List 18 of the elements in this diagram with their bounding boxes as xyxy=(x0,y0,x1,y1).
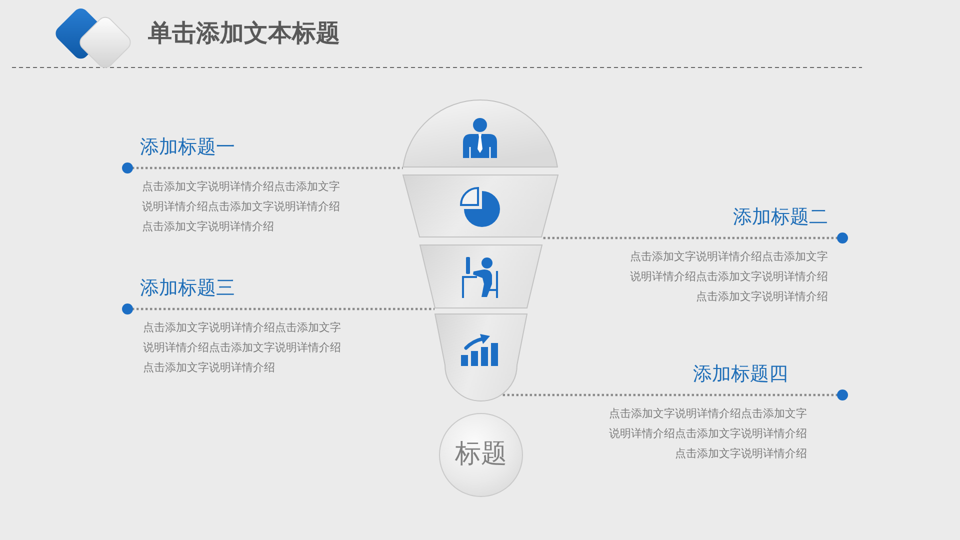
description-text: 点击添加文字说明详情介绍点击添加文字说明详情介绍点击添加文字说明详情介绍点击添加文字说明详情介绍 xyxy=(629,249,828,305)
description-text: 点击添加文字说明详情介绍点击添加文字说明详情介绍点击添加文字说明详情介绍点击添加文字说明详情介绍 xyxy=(143,320,342,376)
dotted-connector xyxy=(542,232,848,244)
heading: 添加标题一 xyxy=(140,135,235,159)
funnel-segment xyxy=(403,175,558,237)
title-circle: 标题 xyxy=(439,413,523,497)
description-text: 点击添加文字说明详情介绍点击添加文字说明详情介绍点击添加文字说明详情介绍点击添加文字说明详情介绍 xyxy=(608,406,807,462)
title: 单击添加文本标题 xyxy=(148,18,340,49)
funnel-segment xyxy=(402,100,558,167)
heading: 添加标题二 xyxy=(733,205,828,229)
dotted-connector xyxy=(122,162,403,174)
dotted-connector xyxy=(122,304,434,314)
heading: 添加标题四 xyxy=(693,362,788,386)
dotted-connector xyxy=(500,390,848,400)
description-text: 点击添加文字说明详情介绍点击添加文字说明详情介绍点击添加文字说明详情介绍点击添加文字说明详情介绍 xyxy=(142,179,341,235)
funnel-segment xyxy=(420,245,542,308)
heading: 添加标题三 xyxy=(140,276,235,300)
funnel-segment xyxy=(434,314,526,401)
